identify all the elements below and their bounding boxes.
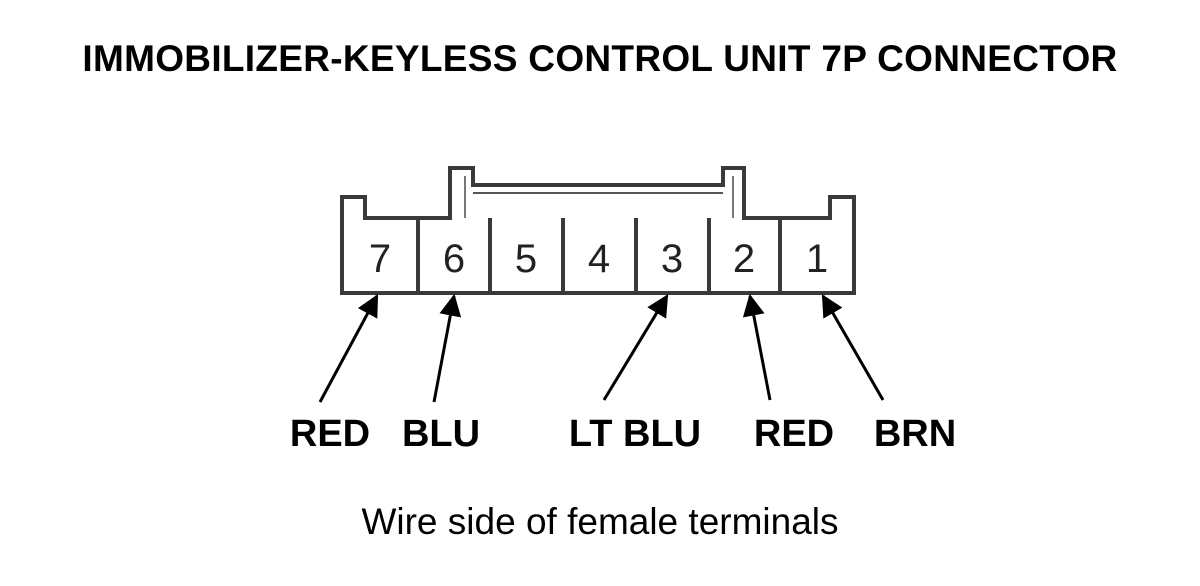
terminal-5-number: 5 <box>515 237 537 281</box>
wire-label-terminal-6: BLU <box>402 413 480 455</box>
wire-label-terminal-3: LT BLU <box>569 413 701 455</box>
wire-label-terminal-7: RED <box>290 413 370 455</box>
arrow-terminal-6 <box>432 293 462 403</box>
terminal-2-number: 2 <box>733 237 755 281</box>
terminal-dividers <box>416 218 782 293</box>
arrow-terminal-2 <box>742 293 772 401</box>
diagram-title: IMMOBILIZER-KEYLESS CONTROL UNIT 7P CONN… <box>82 38 1118 79</box>
terminal-3-number: 3 <box>661 237 683 281</box>
terminal-6-number: 6 <box>443 237 465 281</box>
arrow-terminal-7 <box>318 294 379 403</box>
arrow-terminal-3 <box>602 294 669 401</box>
terminal-4-number: 4 <box>588 237 610 281</box>
diagram-caption: Wire side of female terminals <box>361 501 839 542</box>
wire-label-terminal-1: BRN <box>874 413 956 455</box>
terminal-1-number: 1 <box>806 237 828 281</box>
terminal-7-number: 7 <box>369 237 391 281</box>
connector-housing <box>340 166 856 295</box>
arrow-terminal-1 <box>821 294 885 401</box>
wire-label-terminal-2: RED <box>754 413 834 455</box>
